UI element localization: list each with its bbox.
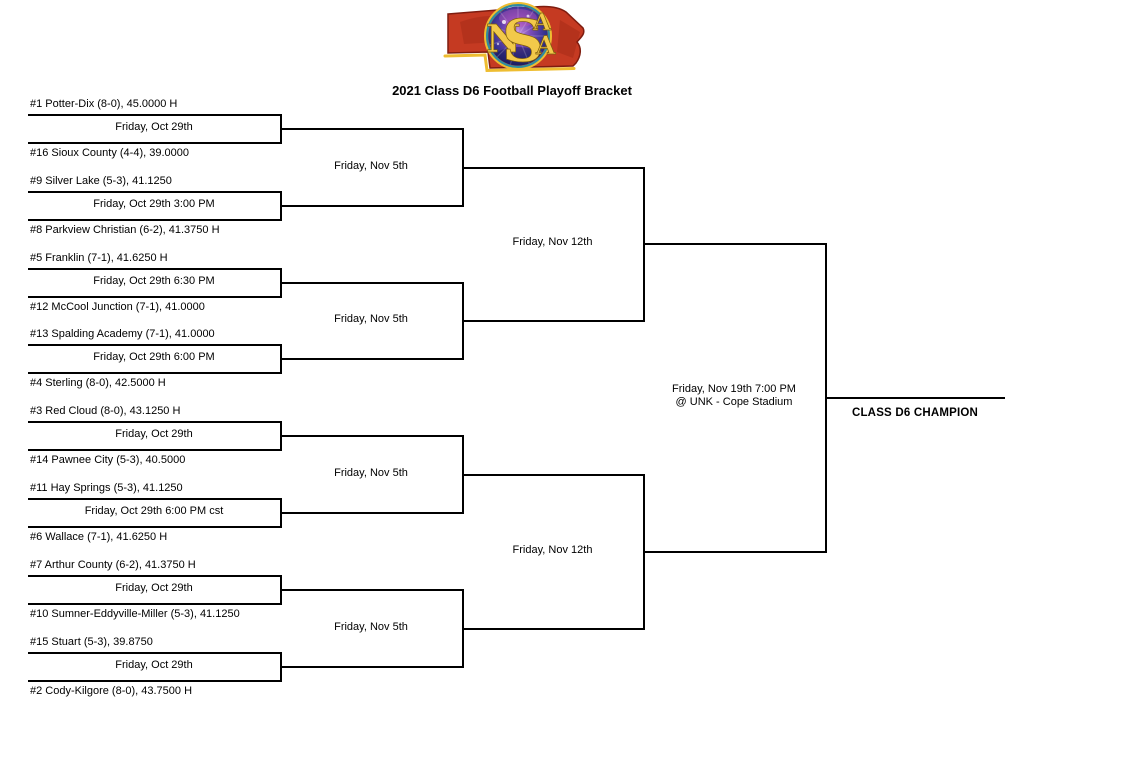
bracket-line (28, 603, 280, 605)
sf2-game-date: Friday, Nov 12th (512, 544, 593, 556)
qf3-game-date: Friday, Nov 5th (334, 467, 408, 479)
bracket-line (28, 191, 280, 193)
r1-m7-game-date: Friday, Oct 29th (115, 582, 193, 594)
logo-letter-s: S (502, 7, 544, 74)
r1-m3-top-team: #5 Franklin (7-1), 41.6250 H (30, 252, 168, 264)
logo-badge-gold-ring (484, 2, 552, 70)
logo-gold-outline (443, 53, 576, 73)
r1-m3-game-date: Friday, Oct 29th 6:30 PM (93, 275, 215, 287)
logo-badge-teal-ring (485, 3, 551, 69)
logo-letter-a-bottom: A (535, 31, 556, 60)
r1-m2-game-date: Friday, Oct 29th 3:00 PM (93, 198, 215, 210)
r1-m7-top-team: #7 Arthur County (6-2), 41.3750 H (30, 559, 196, 571)
bracket-line (28, 142, 280, 144)
r1-m5-bottom-team: #14 Pawnee City (5-3), 40.5000 (30, 454, 186, 466)
r1-m5-game-date: Friday, Oct 29th (115, 428, 193, 440)
bracket-line (28, 372, 280, 374)
logo-letter-n: N (486, 16, 521, 61)
page-title: 2021 Class D6 Football Playoff Bracket (392, 83, 632, 98)
bracket-line (280, 435, 462, 437)
r1-m8-game-date: Friday, Oct 29th (115, 659, 193, 671)
bracket-line (28, 114, 280, 116)
bracket-line (280, 666, 462, 668)
final-game-date-line1: Friday, Nov 19th 7:00 PM (672, 383, 796, 395)
bracket-line (28, 680, 280, 682)
r1-m5-top-team: #3 Red Cloud (8-0), 43.1250 H (30, 405, 181, 417)
qf2-game-date: Friday, Nov 5th (334, 313, 408, 325)
bracket-line (280, 128, 462, 130)
final-game-date-line2: @ UNK - Cope Stadium (675, 396, 793, 408)
bracket-line (280, 205, 462, 207)
bracket-line (462, 474, 643, 476)
r1-m8-bottom-team: #2 Cody-Kilgore (8-0), 43.7500 H (30, 685, 193, 697)
bracket-line (643, 243, 825, 245)
qf1-game-date: Friday, Nov 5th (334, 160, 408, 172)
qf4-game-date: Friday, Nov 5th (334, 621, 408, 633)
bracket-line (280, 282, 462, 284)
bracket-line (28, 575, 280, 577)
r1-m1-bottom-team: #16 Sioux County (4-4), 39.0000 (30, 147, 189, 159)
r1-m1-game-date: Friday, Oct 29th (115, 121, 193, 133)
r1-m1-top-team: #1 Potter-Dix (8-0), 45.0000 H (30, 98, 178, 110)
r1-m2-bottom-team: #8 Parkview Christian (6-2), 41.3750 H (30, 224, 220, 236)
champion-line (825, 397, 1005, 399)
r1-m4-game-date: Friday, Oct 29th 6:00 PM (93, 351, 215, 363)
champion-label: CLASS D6 CHAMPION (851, 407, 979, 419)
r1-m4-top-team: #13 Spalding Academy (7-1), 41.0000 (30, 328, 215, 340)
r1-m2-top-team: #9 Silver Lake (5-3), 41.1250 (30, 175, 172, 187)
bracket-line (28, 268, 280, 270)
sf1-game-date: Friday, Nov 12th (512, 236, 593, 248)
bracket-line (28, 219, 280, 221)
logo-letter-a-top: A (532, 9, 552, 36)
bracket-line (28, 344, 280, 346)
bracket-line (462, 320, 643, 322)
logo-shading (557, 20, 580, 58)
bracket-line (28, 421, 280, 423)
bracket-line (28, 526, 280, 528)
r1-m6-top-team: #11 Hay Springs (5-3), 41.1250 (30, 482, 183, 494)
r1-m8-top-team: #15 Stuart (5-3), 39.8750 (30, 636, 153, 648)
nsaa-logo: N S A A (443, 2, 585, 74)
bracket-line (280, 589, 462, 591)
bracket-line (280, 358, 462, 360)
r1-m7-bottom-team: #10 Sumner-Eddyville-Miller (5-3), 41.12… (30, 608, 240, 620)
bracket-line (643, 551, 825, 553)
bracket-line (28, 449, 280, 451)
bracket-line (280, 512, 462, 514)
bracket-line (462, 628, 643, 630)
r1-m4-bottom-team: #4 Sterling (8-0), 42.5000 H (30, 377, 166, 389)
bracket-line (28, 296, 280, 298)
bracket-line (462, 167, 643, 169)
bracket-line (28, 652, 280, 654)
r1-m6-game-date: Friday, Oct 29th 6:00 PM cst (84, 505, 224, 517)
bracket-line (28, 498, 280, 500)
r1-m3-bottom-team: #12 McCool Junction (7-1), 41.0000 (30, 301, 205, 313)
r1-m6-bottom-team: #6 Wallace (7-1), 41.6250 H (30, 531, 168, 543)
